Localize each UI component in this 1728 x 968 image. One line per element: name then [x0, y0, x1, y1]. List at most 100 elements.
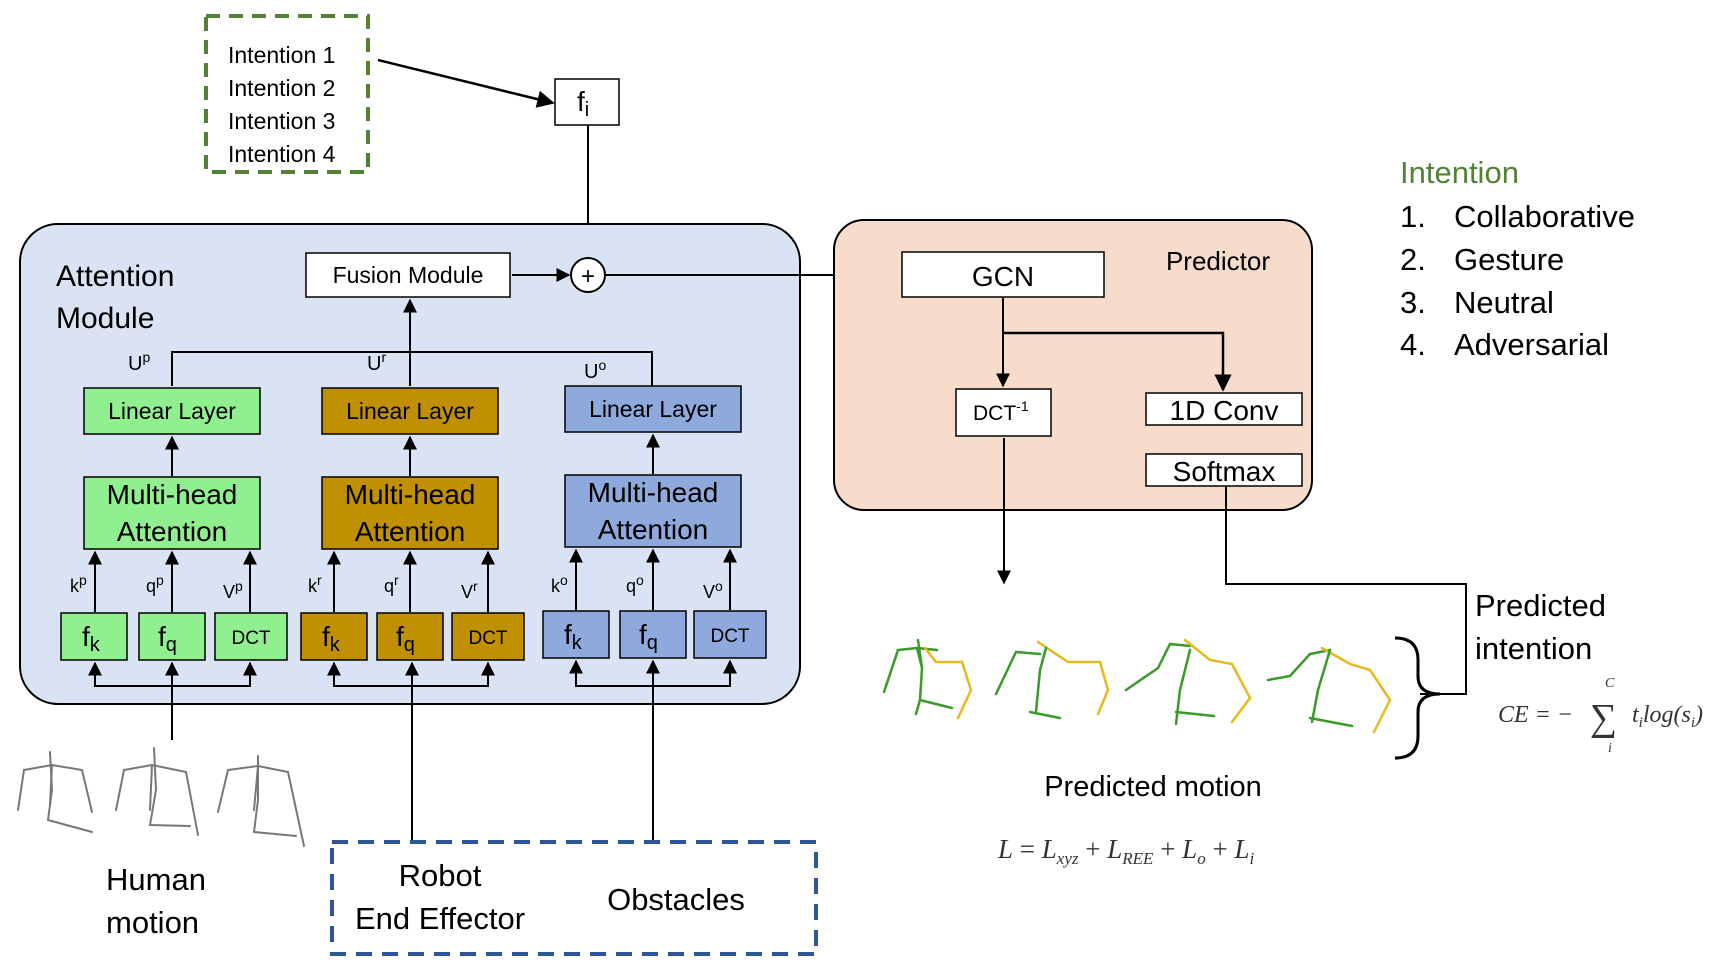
branch-human: Up Linear Layer Multi-head Attention kp …	[60, 349, 288, 740]
legend-label-4: Adversarial	[1454, 327, 1609, 362]
dct-box	[693, 610, 767, 659]
mha-box	[321, 476, 499, 550]
fk-label: f	[322, 621, 330, 652]
branch-robot: Ur Linear Layer Multi-head Attention kr …	[300, 349, 525, 840]
fi-sub: i	[585, 99, 589, 121]
svg-text:ko: ko	[551, 572, 568, 596]
human-motion-line2: motion	[106, 905, 199, 940]
ce-log-sub: i	[1691, 715, 1695, 731]
legend-label-3: Neutral	[1454, 285, 1554, 320]
attention-title-line1: Attention	[56, 260, 174, 293]
loss-l2: L	[1106, 834, 1122, 864]
svg-text:Uo: Uo	[584, 357, 606, 383]
svg-text:kp: kp	[70, 572, 87, 596]
conv-label: 1D Conv	[1170, 395, 1279, 426]
svg-text:fk: fk	[82, 621, 101, 656]
u-label: U	[584, 361, 598, 383]
loss-s4: i	[1249, 849, 1254, 868]
svg-text:DCT-1: DCT-1	[973, 398, 1029, 425]
fq-label: f	[158, 621, 166, 652]
gcn-label: GCN	[972, 261, 1034, 292]
idct-box	[955, 388, 1052, 437]
k-label: k	[308, 576, 318, 596]
loss-l4: L	[1233, 834, 1249, 864]
mha-label-line1: Multi-head	[588, 477, 719, 508]
fq-box	[376, 612, 444, 661]
svg-text:qo: qo	[626, 572, 644, 596]
mha-label-line2: Attention	[117, 516, 228, 547]
predicted-intention-line2: intention	[1475, 631, 1592, 666]
robot-ee-line1: Robot	[399, 858, 482, 893]
ce-rhs-sub: i	[1639, 715, 1643, 731]
predicted-intention-line1: Predicted	[1475, 588, 1606, 623]
human-motion-line1: Human	[106, 862, 206, 897]
intention-input-4: Intention 4	[228, 141, 336, 167]
legend-num-2: 2.	[1400, 242, 1426, 277]
fi-label: f	[577, 86, 585, 117]
loss-s3: o	[1197, 849, 1206, 868]
q-label: q	[146, 576, 156, 596]
mha-label-line1: Multi-head	[107, 479, 238, 510]
q-sup: o	[636, 572, 644, 588]
linear-layer-box	[83, 387, 261, 435]
u-sup: o	[598, 357, 606, 373]
arrow-intention-to-fi	[377, 58, 555, 108]
fk-label: f	[564, 619, 572, 650]
k-sup: p	[79, 572, 87, 588]
fk-label: f	[82, 621, 90, 652]
legend-title: Intention	[1400, 155, 1519, 190]
human-motion-skeletons	[17, 747, 305, 847]
loss-l1: L	[1041, 834, 1057, 864]
motion-brace	[1394, 636, 1441, 760]
robot-ee-line2: End Effector	[355, 901, 525, 936]
ce-sum: ∑	[1590, 697, 1617, 739]
svg-text:Vr: Vr	[461, 578, 478, 602]
fk-box	[300, 612, 368, 661]
fi-box: fi	[554, 78, 620, 126]
dct-label: DCT	[710, 626, 749, 647]
obstacles-label: Obstacles	[607, 882, 745, 917]
k-sup: r	[317, 572, 322, 588]
intention-input-1: Intention 1	[228, 42, 335, 68]
mha-label-line2: Attention	[598, 514, 709, 545]
loss-s1: xyz	[1056, 849, 1079, 868]
v-sup: o	[715, 578, 723, 594]
skeleton-pred-4	[1266, 646, 1392, 734]
intention-input-3: Intention 3	[228, 108, 335, 134]
svg-text:fk: fk	[564, 619, 583, 654]
gcn-box	[901, 251, 1105, 298]
v-sup: r	[473, 578, 478, 594]
dct-box	[451, 612, 525, 661]
conv-box	[1145, 392, 1303, 426]
loss-plus1: +	[1079, 834, 1108, 864]
linear-layer-label: Linear Layer	[589, 396, 717, 422]
ce-lhs: CE = −	[1498, 702, 1573, 728]
svg-text:qr: qr	[384, 572, 399, 596]
fusion-module-label: Fusion Module	[333, 262, 484, 288]
svg-text:qp: qp	[146, 572, 164, 596]
softmax-to-intention-line	[1225, 487, 1467, 695]
idct-label: DCT	[973, 402, 1016, 425]
skeleton-human-1	[17, 751, 93, 833]
idct-sup: -1	[1016, 398, 1029, 414]
ce-log: log(s	[1643, 702, 1691, 728]
fq-sub: q	[166, 634, 177, 656]
v-label: V	[703, 582, 715, 602]
dct-box	[214, 612, 288, 661]
skeleton-pred-3	[1124, 638, 1252, 726]
dct-label: DCT	[468, 628, 507, 649]
q-sup: r	[394, 572, 399, 588]
fusion-module-box	[305, 252, 511, 298]
loss-plus3: +	[1206, 834, 1235, 864]
gcn-to-conv-line	[1003, 331, 1232, 392]
q-sup: p	[156, 572, 164, 588]
legend-num-3: 3.	[1400, 285, 1426, 320]
fq-sub: q	[404, 634, 415, 656]
svg-text:Vo: Vo	[703, 578, 723, 602]
legend-num-4: 4.	[1400, 327, 1426, 362]
ce-formula: CE = − ∑ C i tilog(si)	[1498, 676, 1703, 756]
v-sup: p	[235, 578, 243, 594]
robot-obstacles-box	[330, 840, 818, 956]
fk-sub: k	[330, 634, 341, 656]
q-label: q	[626, 576, 636, 596]
